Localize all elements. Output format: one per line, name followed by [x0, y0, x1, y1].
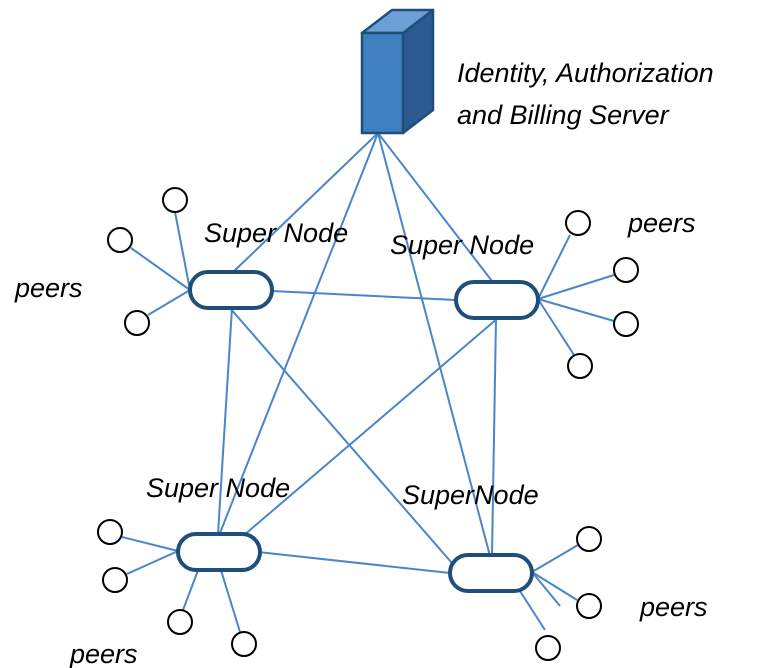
peer-node[interactable] — [107, 227, 133, 253]
link-peer — [537, 234, 571, 300]
super-node-top-left[interactable] — [188, 270, 274, 310]
peer-node[interactable] — [102, 567, 128, 593]
peer-node[interactable] — [567, 353, 593, 379]
link-peer — [147, 289, 191, 316]
peer-node[interactable] — [162, 187, 188, 213]
server-tower-icon — [360, 8, 435, 135]
peer-node[interactable] — [124, 310, 150, 336]
super-node-label: Super Node — [390, 230, 534, 260]
link-server-supernode-top-left — [229, 132, 379, 276]
peer-node[interactable] — [97, 519, 123, 545]
link-server-supernode-top-right — [377, 132, 496, 286]
peers-label: peers — [627, 208, 696, 238]
link-peer — [531, 571, 578, 601]
link-peer — [517, 587, 546, 631]
link-peer — [537, 298, 575, 356]
link-supernode-tl-br — [229, 307, 459, 571]
peer-node[interactable] — [565, 210, 591, 236]
link-supernode-tl-bl — [217, 307, 233, 535]
peer-node[interactable] — [231, 631, 257, 657]
link-server-supernode-bottom-left — [217, 132, 379, 539]
super-node-label: Super Node — [204, 218, 348, 248]
link-peer — [537, 274, 615, 300]
link-peer — [531, 544, 579, 573]
peers-label: peers — [639, 592, 708, 622]
super-node-bottom-left[interactable] — [176, 532, 262, 572]
server-label-line2: and Billing Server — [457, 100, 670, 130]
link-supernode-tr-bl — [242, 317, 499, 537]
link-peer — [531, 571, 561, 607]
peer-node[interactable] — [576, 526, 602, 552]
super-node-label: Super Node — [146, 473, 290, 503]
link-server-supernode-bottom-right — [377, 132, 491, 557]
link-supernode-bl-br — [257, 551, 451, 574]
super-node-label: SuperNode — [402, 480, 539, 510]
peers-label: peers — [14, 273, 83, 303]
link-peer — [182, 564, 201, 611]
peers-label: peers — [69, 639, 138, 668]
super-node-top-right[interactable] — [454, 280, 540, 320]
link-peer — [537, 298, 615, 322]
peer-node[interactable] — [613, 311, 639, 337]
link-supernode-tl-tr — [271, 290, 457, 301]
server-label-line1: Identity, Authorization — [457, 58, 714, 88]
peer-node[interactable] — [535, 635, 561, 661]
peer-node[interactable] — [576, 593, 602, 619]
link-peer — [174, 211, 191, 291]
peer-node[interactable] — [613, 257, 639, 283]
peer-node[interactable] — [167, 609, 193, 635]
server-front-face — [360, 31, 405, 135]
connection-links — [121, 132, 615, 633]
link-peer — [130, 247, 191, 291]
link-supernode-tr-br — [491, 317, 497, 556]
link-peer — [121, 536, 179, 552]
link-peer — [126, 550, 179, 575]
super-node-bottom-right[interactable] — [448, 553, 534, 593]
link-peer — [219, 566, 241, 633]
